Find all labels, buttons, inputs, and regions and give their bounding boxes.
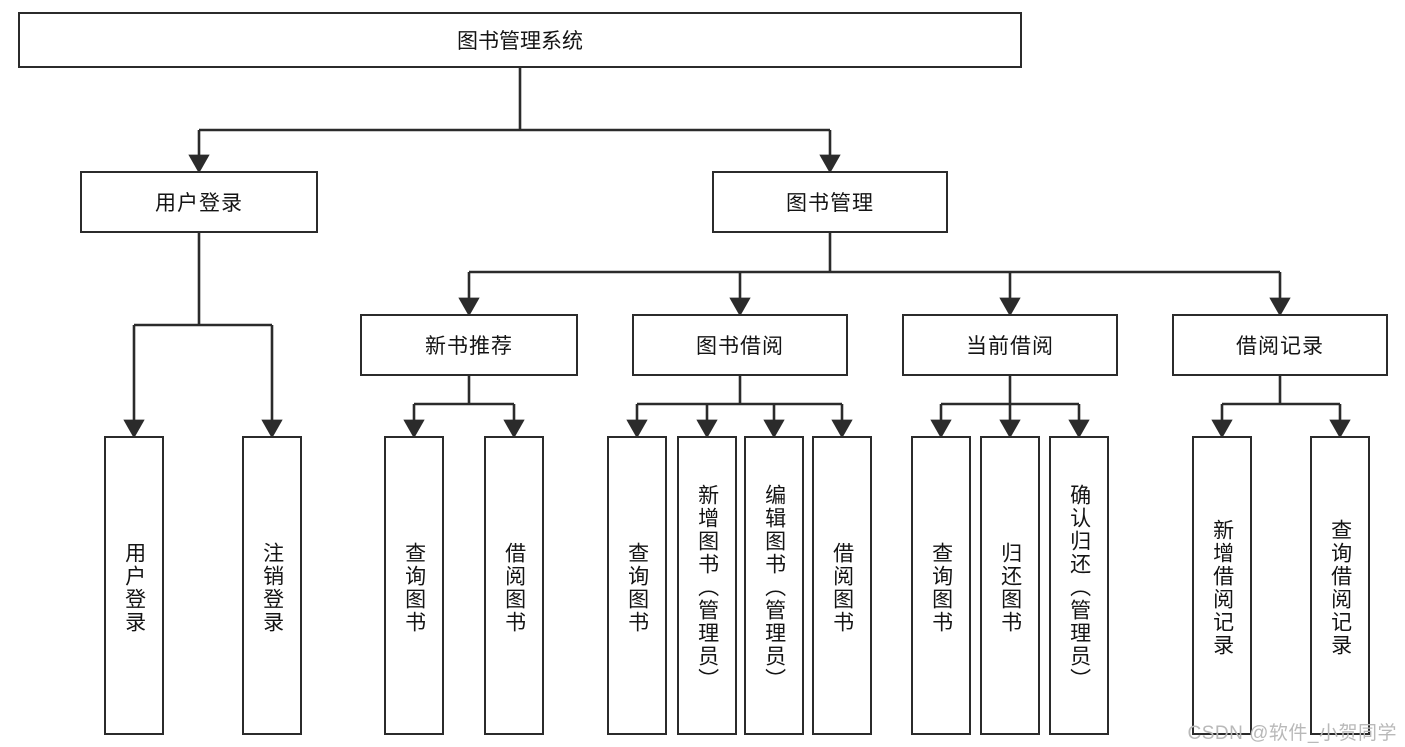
node-borrow-record-label: 借阅记录 <box>1236 335 1324 358</box>
node-leaf-borrow-book-1-label: 借阅图书 <box>502 541 526 634</box>
node-leaf-add-record[interactable]: 新增借阅记录 <box>1192 436 1252 735</box>
node-new-book-rec[interactable]: 新书推荐 <box>360 314 578 376</box>
node-leaf-edit-book[interactable]: 编辑图书（管理员） <box>744 436 804 735</box>
node-leaf-query-record-label: 查询借阅记录 <box>1328 518 1352 657</box>
node-current-borrow-label: 当前借阅 <box>966 335 1054 358</box>
node-leaf-user-login[interactable]: 用户登录 <box>104 436 164 735</box>
node-book-manage[interactable]: 图书管理 <box>712 171 948 233</box>
node-user-login[interactable]: 用户登录 <box>80 171 318 233</box>
node-new-book-rec-label: 新书推荐 <box>425 335 513 358</box>
node-leaf-query-book-1-label: 查询图书 <box>402 541 426 634</box>
node-leaf-query-book-3[interactable]: 查询图书 <box>911 436 971 735</box>
node-current-borrow[interactable]: 当前借阅 <box>902 314 1118 376</box>
node-root-label: 图书管理系统 <box>457 30 583 53</box>
node-leaf-add-record-label: 新增借阅记录 <box>1210 518 1234 657</box>
node-leaf-user-login-label: 用户登录 <box>122 541 146 634</box>
node-leaf-query-record[interactable]: 查询借阅记录 <box>1310 436 1370 735</box>
node-leaf-logout[interactable]: 注销登录 <box>242 436 302 735</box>
node-leaf-add-book-label: 新增图书（管理员） <box>695 484 719 691</box>
node-root[interactable]: 图书管理系统 <box>18 12 1022 68</box>
node-leaf-confirm-return[interactable]: 确认归还（管理员） <box>1049 436 1109 735</box>
node-user-login-label: 用户登录 <box>155 192 243 215</box>
node-leaf-query-book-2[interactable]: 查询图书 <box>607 436 667 735</box>
node-leaf-borrow-book-2[interactable]: 借阅图书 <box>812 436 872 735</box>
node-leaf-confirm-return-label: 确认归还（管理员） <box>1067 484 1091 691</box>
watermark: CSDN @软件_小贺同学 <box>1187 723 1397 744</box>
node-leaf-query-book-2-label: 查询图书 <box>625 541 649 634</box>
node-leaf-edit-book-label: 编辑图书（管理员） <box>762 484 786 691</box>
node-borrow-record[interactable]: 借阅记录 <box>1172 314 1388 376</box>
node-leaf-query-book-1[interactable]: 查询图书 <box>384 436 444 735</box>
node-leaf-add-book[interactable]: 新增图书（管理员） <box>677 436 737 735</box>
node-leaf-borrow-book-2-label: 借阅图书 <box>830 541 854 634</box>
node-book-borrow[interactable]: 图书借阅 <box>632 314 848 376</box>
node-leaf-return-book-label: 归还图书 <box>998 541 1022 634</box>
node-book-manage-label: 图书管理 <box>786 192 874 215</box>
node-leaf-query-book-3-label: 查询图书 <box>929 541 953 634</box>
node-leaf-return-book[interactable]: 归还图书 <box>980 436 1040 735</box>
node-leaf-borrow-book-1[interactable]: 借阅图书 <box>484 436 544 735</box>
node-book-borrow-label: 图书借阅 <box>696 335 784 358</box>
node-leaf-logout-label: 注销登录 <box>260 541 284 634</box>
